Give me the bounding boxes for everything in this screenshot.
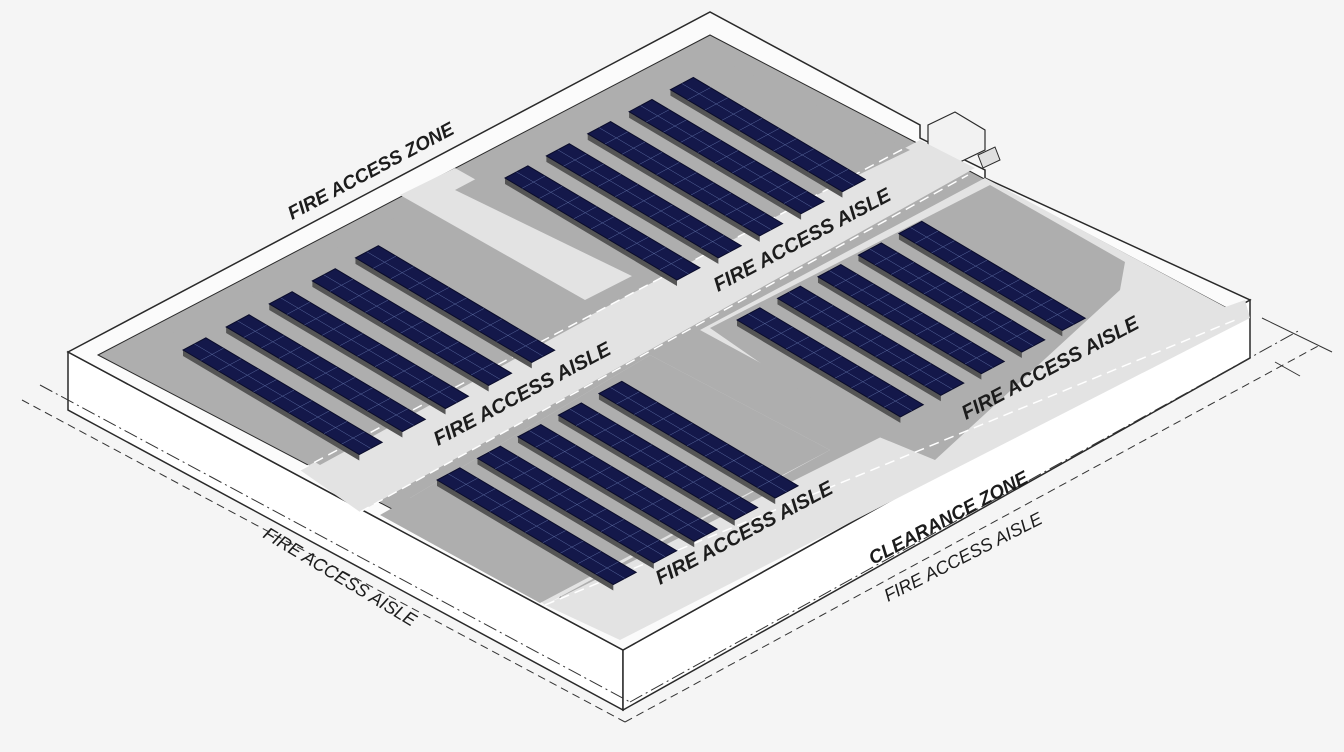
west-array — [181, 245, 556, 461]
panel-rail — [817, 276, 982, 380]
panel-cell-line — [557, 149, 730, 253]
south-array — [435, 380, 800, 591]
panel-cell-line — [448, 473, 625, 579]
panel-rail — [226, 326, 403, 438]
panel-rail — [777, 298, 941, 402]
panel-cell-line — [640, 105, 813, 208]
panel-cell-line — [488, 452, 666, 558]
panel-rail — [183, 350, 360, 461]
panel-rail — [558, 415, 735, 526]
panel-cell-line — [569, 408, 747, 514]
panel-cell-line — [529, 430, 706, 536]
panel-rail — [629, 111, 802, 220]
panel-cell-line — [237, 320, 414, 426]
panel-rail — [477, 458, 654, 569]
panel-rail — [546, 155, 719, 264]
panel-cell-line — [599, 127, 772, 230]
panel-cell-line — [910, 227, 1074, 325]
panel-rail — [355, 257, 532, 369]
panel-cell-line — [829, 270, 993, 368]
panel-cell-line — [681, 83, 855, 186]
panel-cell-line — [610, 387, 787, 493]
panel-cell-line — [323, 274, 501, 380]
panel-cell-line — [280, 297, 458, 403]
panel-rail — [737, 320, 901, 423]
north-array — [503, 76, 867, 286]
panel-rail — [312, 280, 489, 392]
panel-cell-line — [748, 313, 912, 412]
panel-rail — [505, 178, 677, 286]
panel-rail — [898, 233, 1063, 337]
panel-rail — [269, 303, 446, 415]
panel-rail — [598, 393, 776, 505]
panel-cell-line — [869, 248, 1034, 347]
dimension-lines — [21, 317, 1333, 723]
roof-access-hatch — [927, 111, 1001, 169]
east-array — [735, 220, 1087, 423]
panel-cell-line — [194, 343, 371, 449]
panel-cell-line — [366, 251, 544, 357]
panel-rail — [437, 480, 614, 591]
solar-panel-arrays — [181, 76, 1087, 591]
panel-cell-line — [516, 171, 689, 275]
panel-rail — [517, 436, 695, 548]
panel-cell-line — [788, 292, 953, 390]
panel-rail — [670, 89, 843, 198]
panel-rail — [587, 133, 760, 242]
panel-rail — [858, 255, 1022, 359]
